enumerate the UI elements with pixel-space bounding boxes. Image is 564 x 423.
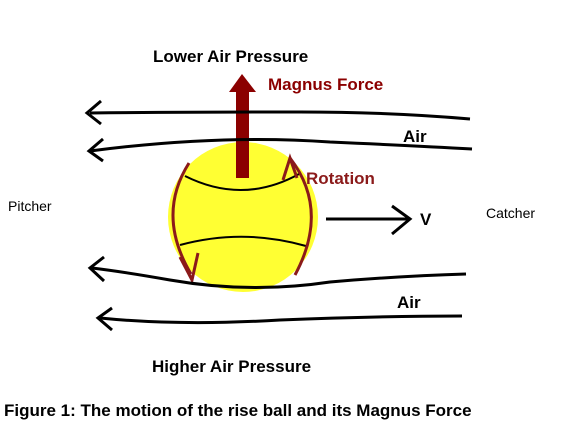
rotation-arrow-left: [171, 162, 193, 275]
rotation-arrow-left-head: [178, 252, 200, 285]
ball-seam-top: [184, 173, 300, 191]
airflow-line-top-2: [89, 137, 473, 153]
air-top-label: Air: [403, 127, 427, 146]
ball-seam-bottom: [179, 235, 307, 247]
magnus-force-label: Magnus Force: [268, 75, 383, 94]
airflow-arrow-top-2: [86, 137, 104, 163]
ball: [168, 142, 318, 292]
magnus-force-arrow-shaft: [236, 90, 249, 178]
air-bottom-label: Air: [397, 293, 421, 312]
airflow-arrow-bottom-1: [87, 255, 106, 283]
velocity-label: V: [420, 210, 432, 229]
airflow-arrow-top-1: [84, 99, 102, 126]
pitcher-label: Pitcher: [8, 198, 52, 214]
lower-pressure-label: Lower Air Pressure: [153, 47, 308, 66]
airflow-arrow-bottom-2: [95, 306, 113, 332]
higher-pressure-label: Higher Air Pressure: [152, 357, 311, 376]
rotation-label: Rotation: [306, 169, 375, 188]
airflow-line-bottom-2: [99, 314, 463, 325]
rotation-arrow-right-head: [281, 153, 299, 181]
magnus-force-arrow-head: [229, 74, 256, 92]
figure-caption: Figure 1: The motion of the rise ball an…: [4, 401, 472, 420]
airflow-line-bottom-1: [91, 266, 467, 290]
catcher-label: Catcher: [486, 205, 535, 221]
rotation-arrow-right: [288, 157, 313, 276]
velocity-arrow-head: [391, 204, 413, 236]
airflow-line-top-1: [89, 110, 471, 121]
